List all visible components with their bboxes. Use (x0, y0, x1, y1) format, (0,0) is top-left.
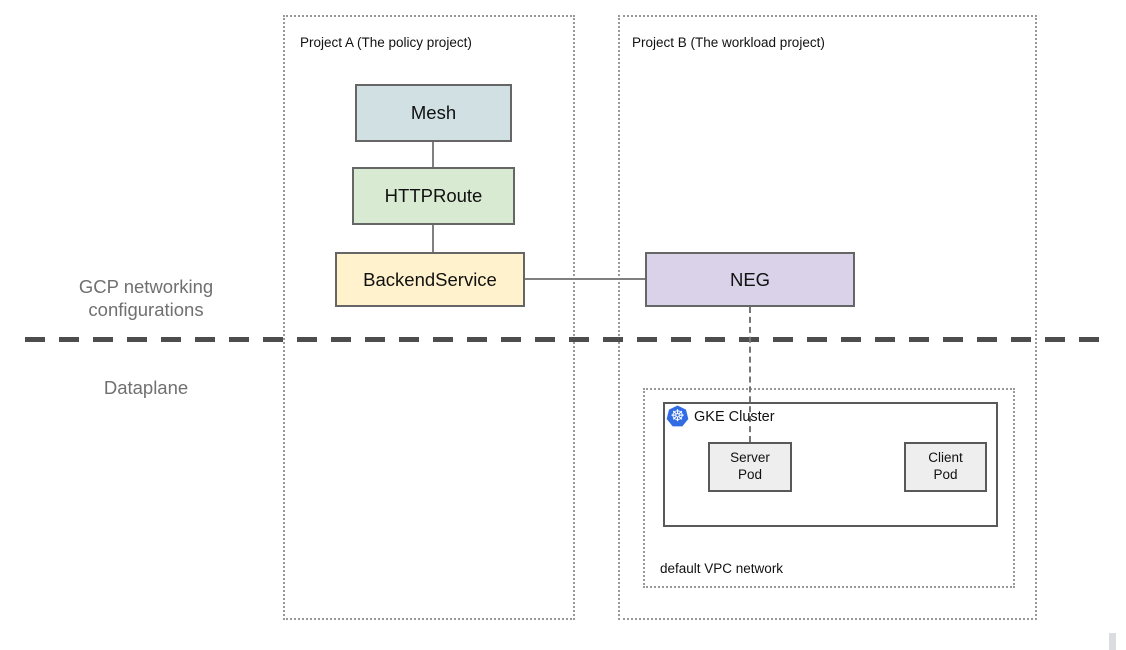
default-vpc-network-container (643, 388, 1015, 588)
kubernetes-icon: ☸ (666, 405, 689, 427)
project-b-container (618, 15, 1037, 620)
project-a-container (283, 15, 575, 620)
gcp-networking-configurations-label: GCP networking configurations (36, 276, 256, 321)
scrollbar-fragment[interactable] (1109, 633, 1116, 650)
kubernetes-helm-glyph: ☸ (670, 407, 685, 425)
connector-mesh-httproute (432, 142, 434, 167)
node-httproute-label: HTTPRoute (384, 185, 483, 206)
client-pod-label: Client Pod (928, 450, 963, 482)
project-b-label: Project B (The workload project) (632, 35, 825, 50)
client-pod-node: Client Pod (904, 442, 987, 492)
node-neg-label: NEG (729, 268, 771, 290)
plane-divider-dashed-line (25, 337, 1106, 342)
gke-cluster-label: GKE Cluster (694, 409, 775, 425)
node-neg: NEG (645, 252, 855, 307)
node-mesh-label: Mesh (410, 102, 457, 123)
node-backendservice: BackendService (335, 252, 525, 307)
connector-neg-serverpod-dashed (749, 307, 751, 442)
node-mesh: Mesh (355, 84, 512, 142)
dataplane-label: Dataplane (103, 377, 189, 398)
node-httproute: HTTPRoute (352, 167, 515, 225)
connector-httproute-backendservice (432, 225, 434, 252)
project-a-label: Project A (The policy project) (300, 35, 472, 50)
node-backendservice-label: BackendService (363, 268, 497, 290)
server-pod-node: Server Pod (708, 442, 792, 492)
default-vpc-network-label: default VPC network (660, 561, 784, 576)
connector-backendservice-neg (525, 278, 645, 280)
server-pod-label: Server Pod (730, 450, 770, 482)
gcp-networking-configurations-text: GCP networking configurations (78, 276, 214, 320)
